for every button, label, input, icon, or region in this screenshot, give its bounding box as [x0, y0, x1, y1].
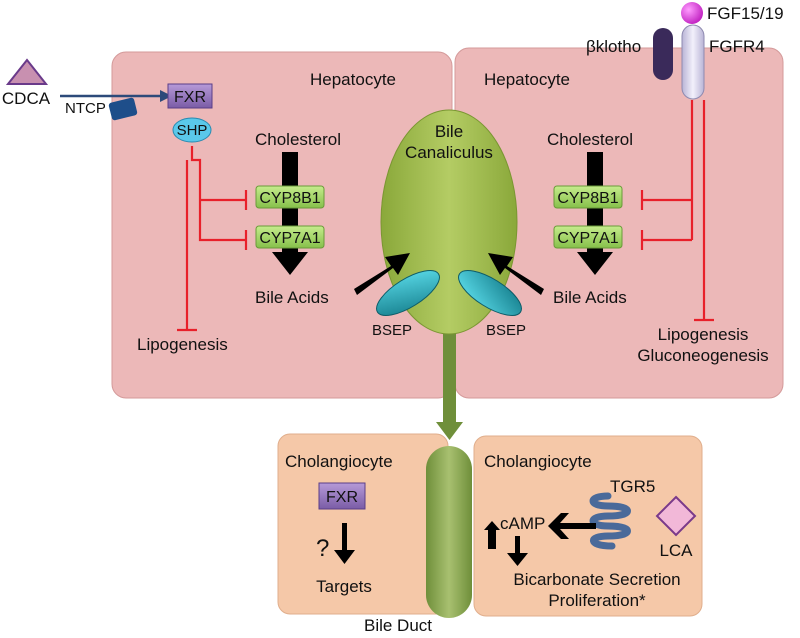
canaliculus-label-line1: Bile	[435, 122, 463, 141]
right-cholangiocyte-title: Cholangiocyte	[484, 452, 592, 471]
right-bsep-flux-arrow	[488, 253, 544, 295]
right-cyp7a1-box	[553, 225, 623, 249]
fxr-receptor-box	[167, 83, 213, 109]
right-bsep-pump-icon	[458, 270, 522, 316]
bile-duct-label: Bile Duct	[364, 616, 432, 635]
left-cyp7a1-label: CYP7A1	[259, 230, 320, 247]
left-bsep-flux-arrow	[354, 253, 410, 295]
right-cholesterol-label: Cholesterol	[547, 130, 633, 149]
right-cyp7a1-label: CYP7A1	[557, 230, 618, 247]
tgr5-to-camp-arrow	[548, 513, 596, 539]
bile-duct-tube	[426, 446, 472, 618]
targets-label: Targets	[316, 577, 372, 596]
left-bsep-pump-icon	[376, 270, 440, 316]
left-shp-inhibition-line	[190, 146, 246, 242]
fgfr4-receptor-icon	[681, 24, 705, 100]
cholangiocyte-fxr-label: FXR	[326, 489, 358, 506]
cholangiocyte-question-mark: ?	[316, 535, 329, 562]
right-cyp8b1-box	[553, 185, 623, 209]
beta-klotho-coreceptor-icon	[653, 28, 673, 80]
left-bile-acids-label: Bile Acids	[255, 288, 329, 307]
cdca-ligand-icon	[5, 58, 49, 85]
lca-label: LCA	[659, 541, 693, 560]
camp-effect-arrowhead	[507, 553, 528, 566]
ntcp-transporter-icon	[108, 97, 138, 121]
fgf15-19-ligand-icon	[681, 2, 703, 24]
left-cyp7a1-box	[255, 225, 325, 249]
fgfr4-label: FGFR4	[709, 37, 765, 56]
right-hepatocyte-title: Hepatocyte	[484, 70, 570, 89]
canaliculus-stem-arrowhead	[436, 422, 463, 440]
ntcp-label: NTCP	[65, 100, 106, 117]
targets-arrowhead	[334, 550, 355, 564]
cdca-transport-arrowhead	[160, 90, 172, 102]
shp-protein-icon	[172, 117, 212, 143]
proliferation-label: Proliferation*	[548, 591, 646, 610]
bicarbonate-secretion-label: Bicarbonate Secretion	[513, 570, 680, 589]
left-bsep-label: BSEP	[372, 322, 412, 339]
canaliculus-label-line2: Canaliculus	[405, 143, 493, 162]
canaliculus-stem	[443, 328, 456, 426]
left-cyp8b1-box	[255, 185, 325, 209]
camp-up-arrow	[484, 521, 500, 549]
right-gluconeogenesis-label: Gluconeogenesis	[637, 346, 768, 365]
beta-klotho-label: βklotho	[586, 37, 641, 56]
cholangiocyte-fxr-box	[318, 482, 366, 510]
cdca-label: CDCA	[2, 89, 51, 108]
left-cholesterol-arrowhead	[272, 252, 308, 275]
left-cyp8b1-label: CYP8B1	[259, 190, 320, 207]
right-bsep-label: BSEP	[486, 322, 526, 339]
right-cholesterol-arrowhead	[577, 252, 613, 275]
right-bile-acids-label: Bile Acids	[553, 288, 627, 307]
camp-effect-arrow-shaft	[515, 536, 520, 556]
left-lipogenesis-label: Lipogenesis	[137, 335, 228, 354]
lca-ligand-icon	[655, 495, 697, 537]
targets-arrow-shaft	[342, 523, 347, 553]
tgr5-label: TGR5	[610, 477, 655, 496]
fgf15-19-label: FGF15/19	[707, 4, 784, 23]
fxr-label: FXR	[174, 89, 206, 106]
tgr5-receptor-icon	[589, 492, 631, 550]
right-lipogenesis-label: Lipogenesis	[658, 325, 749, 344]
right-cyp8b1-label: CYP8B1	[557, 190, 618, 207]
left-cholesterol-label: Cholesterol	[255, 130, 341, 149]
camp-label: cAMP	[500, 514, 545, 533]
left-cholangiocyte-title: Cholangiocyte	[285, 452, 393, 471]
left-hepatocyte-title: Hepatocyte	[310, 70, 396, 89]
shp-label: SHP	[177, 122, 208, 139]
